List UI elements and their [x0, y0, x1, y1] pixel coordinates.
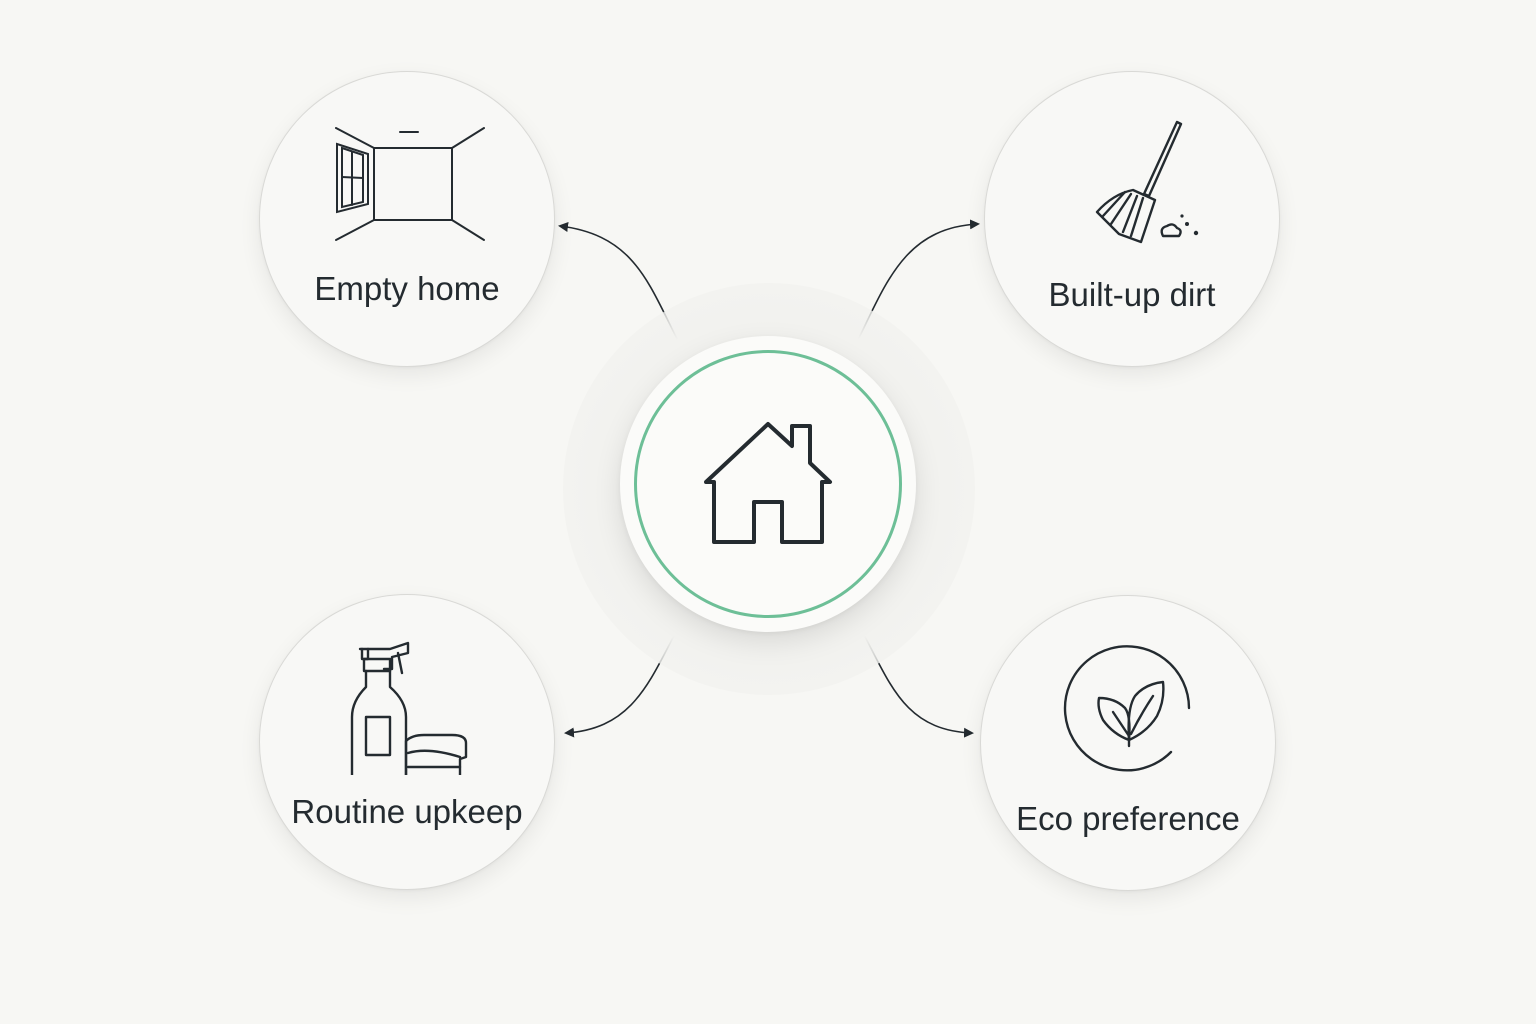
leaf-icon — [1063, 645, 1191, 772]
house-icon — [704, 422, 832, 544]
node-label: Eco preference — [1016, 800, 1240, 837]
hub-accent-ring — [634, 350, 902, 618]
node-routine-upkeep: Routine upkeep — [259, 594, 555, 890]
spray-bottle-cloth-icon — [350, 641, 468, 775]
broom-icon — [1095, 120, 1199, 244]
node-label: Built-up dirt — [1048, 276, 1216, 313]
node-empty-home: Empty home — [259, 71, 555, 367]
node-eco-preference: Eco preference — [980, 595, 1276, 891]
empty-room-icon — [335, 127, 485, 241]
node-label: Routine upkeep — [291, 793, 523, 830]
node-label: Empty home — [314, 270, 500, 307]
node-built-up-dirt: Built-up dirt — [984, 71, 1280, 367]
hub-node — [620, 336, 916, 632]
